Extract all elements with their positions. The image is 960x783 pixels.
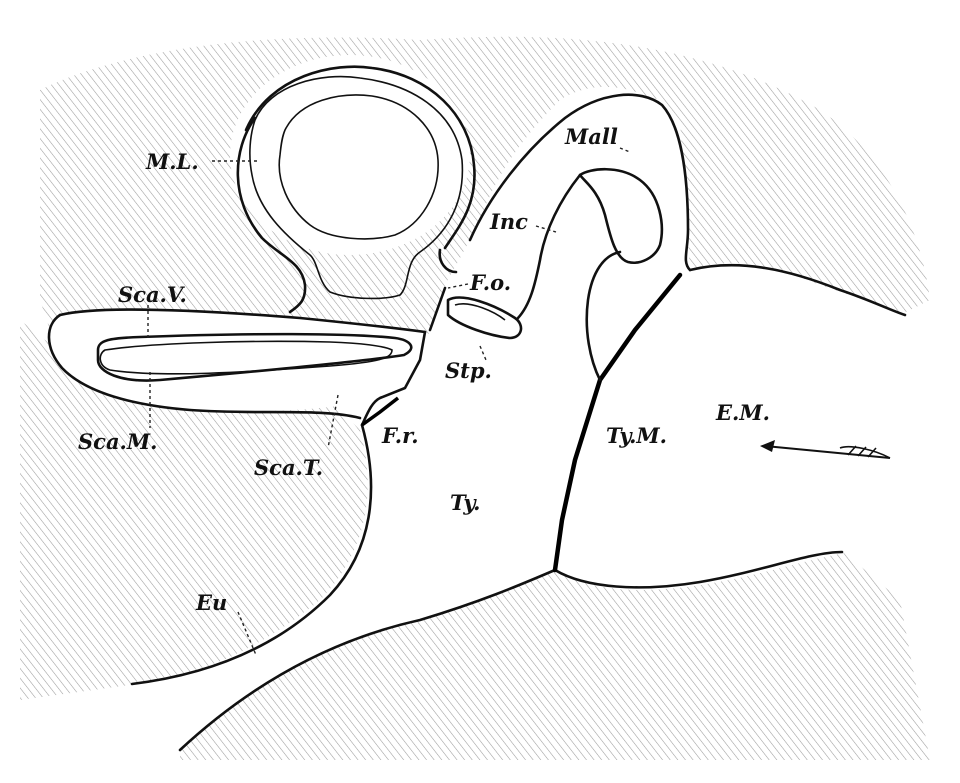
label-tym: Ty.M. (606, 423, 667, 448)
label-em: E.M. (715, 400, 770, 425)
sound-direction-arrow (760, 440, 891, 459)
label-scav: Sca.V. (118, 282, 187, 307)
leader-lines (147, 147, 631, 656)
label-mall: Mall (564, 124, 618, 149)
label-scam: Sca.M. (78, 429, 157, 454)
label-ty: Ty. (450, 490, 480, 515)
outlines (47, 65, 907, 752)
label-fr: F.r. (381, 423, 419, 448)
label-stp: Stp. (445, 358, 492, 383)
labels: M.L. Mall Inc F.o. Sca.V. Stp. Sca.M. F.… (78, 124, 770, 615)
label-eu: Eu (195, 590, 227, 615)
label-ml: M.L. (145, 149, 199, 174)
label-fo: F.o. (469, 270, 511, 295)
label-inc: Inc (489, 209, 528, 234)
label-scat: Sca.T. (254, 455, 323, 480)
